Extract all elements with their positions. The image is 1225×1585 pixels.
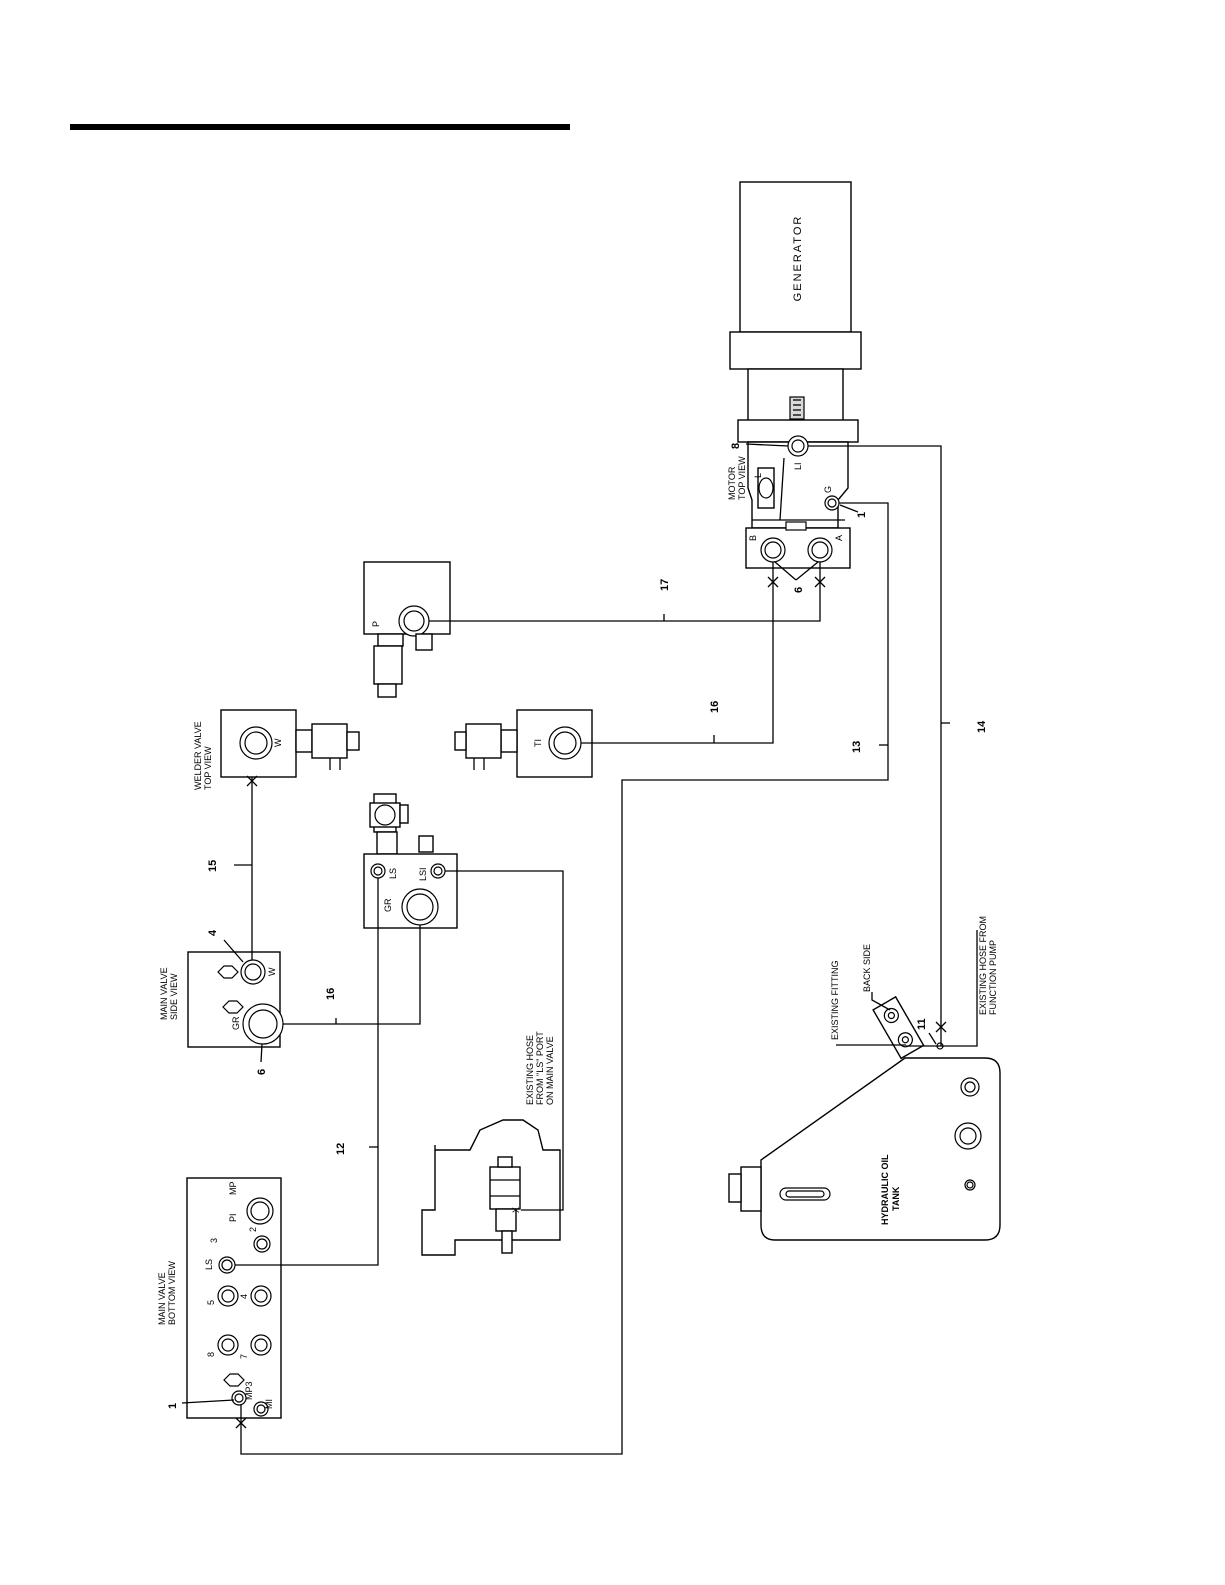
cut-marks <box>235 576 947 1429</box>
t-block-port-label: TI <box>533 739 543 747</box>
main-valve-side-title: MAIN VALVE SIDE VIEW <box>159 965 179 1020</box>
callout-6-motor: 6 <box>793 587 805 593</box>
bottom-port-7: 7 <box>239 1354 249 1359</box>
bottom-port-pi: PI <box>228 1213 238 1222</box>
welder-valve-title: WELDER VALVE TOP VIEW <box>193 719 213 790</box>
hose-13 <box>240 502 889 1455</box>
motor-port-li: LI <box>793 462 803 470</box>
note-existing-fitting: EXISTING FITTING <box>830 960 840 1040</box>
ls-block-port-gr: GR <box>383 898 393 912</box>
motor-port-a: A <box>834 535 844 541</box>
bottom-port-mp: MP <box>228 1182 238 1196</box>
side-port-gr: GR <box>231 1016 241 1030</box>
side-port-w: W <box>267 967 277 976</box>
callout-17: 17 <box>659 579 671 591</box>
callout-16-lower: 16 <box>325 988 337 1000</box>
note-existing-hose-pump: EXISTING HOSE FROM FUNCTION PUMP <box>978 913 998 1015</box>
header-rule <box>70 124 570 130</box>
generator-label: GENERATOR <box>792 215 804 302</box>
motor: LI L G B A MOTOR TOP VIEW <box>727 396 859 569</box>
bottom-port-3: 3 <box>209 1238 219 1243</box>
bottom-port-2: 2 <box>248 1227 258 1232</box>
bottom-port-5: 5 <box>206 1300 216 1305</box>
welder-valve: W WELDER VALVE TOP VIEW <box>193 709 360 790</box>
callout-6-side: 6 <box>256 1069 268 1075</box>
callout-15: 15 <box>207 860 219 872</box>
p-block-port-label: P <box>371 621 381 627</box>
callout-12: 12 <box>335 1143 347 1155</box>
pressure-valve-block: P <box>363 561 451 698</box>
callout-leaders <box>181 443 950 1404</box>
bottom-port-4: 4 <box>239 1294 249 1299</box>
hydraulic-oil-tank: HYDRAULIC OIL TANK <box>728 995 1001 1241</box>
hose-16-upper <box>581 562 774 744</box>
note-existing-hose-ls: EXISTING HOSE FROM "LS" PORT ON MAIN VAL… <box>525 1029 555 1105</box>
callout-13: 13 <box>851 741 863 753</box>
motor-port-g: G <box>823 486 833 493</box>
svg-text:X: X <box>511 1207 521 1213</box>
bottom-port-8: 8 <box>206 1352 216 1357</box>
tank-return-valve-block: TI <box>454 709 593 778</box>
callout-1-motor: 1 <box>856 512 868 518</box>
bottom-port-ls: LS <box>204 1259 214 1270</box>
hose-14 <box>808 445 942 1046</box>
callout-11: 11 <box>916 1018 928 1030</box>
welder-port-w: W <box>273 738 283 747</box>
main-valve-bottom-view: MP PI 2 3 LS 5 4 8 7 MP3 MI MAIN VALVE B… <box>157 1177 282 1419</box>
bottom-port-mi: MI <box>264 1399 274 1409</box>
hose-existing-pump <box>906 930 978 1047</box>
hose-16-lower <box>283 925 421 1025</box>
callout-4: 4 <box>207 929 219 936</box>
note-back-side: BACK SIDE <box>862 944 872 992</box>
generator: GENERATOR <box>729 181 862 425</box>
hose-12 <box>235 878 379 1266</box>
callout-1-bottom: 1 <box>167 1403 179 1409</box>
existing-main-valve-section: X <box>421 1119 561 1256</box>
main-valve-side-view: W GR MAIN VALVE SIDE VIEW <box>159 951 284 1048</box>
callout-16-upper: 16 <box>709 701 721 713</box>
motor-title: MOTOR TOP VIEW <box>727 456 747 500</box>
ls-block-port-lsi: LSI <box>418 867 428 881</box>
main-valve-bottom-title: MAIN VALVE BOTTOM VIEW <box>157 1261 177 1325</box>
bottom-port-mp3: MP3 <box>244 1381 254 1400</box>
tank-label: HYDRAULIC OIL TANK <box>880 1152 901 1225</box>
motor-port-l: L <box>753 473 763 478</box>
callout-14: 14 <box>976 720 988 733</box>
ls-block-port-ls: LS <box>388 868 398 879</box>
hose-17 <box>429 562 821 622</box>
motor-port-b: B <box>748 535 758 541</box>
callout-8: 8 <box>730 443 742 449</box>
hose-existing-ls <box>445 870 564 1211</box>
